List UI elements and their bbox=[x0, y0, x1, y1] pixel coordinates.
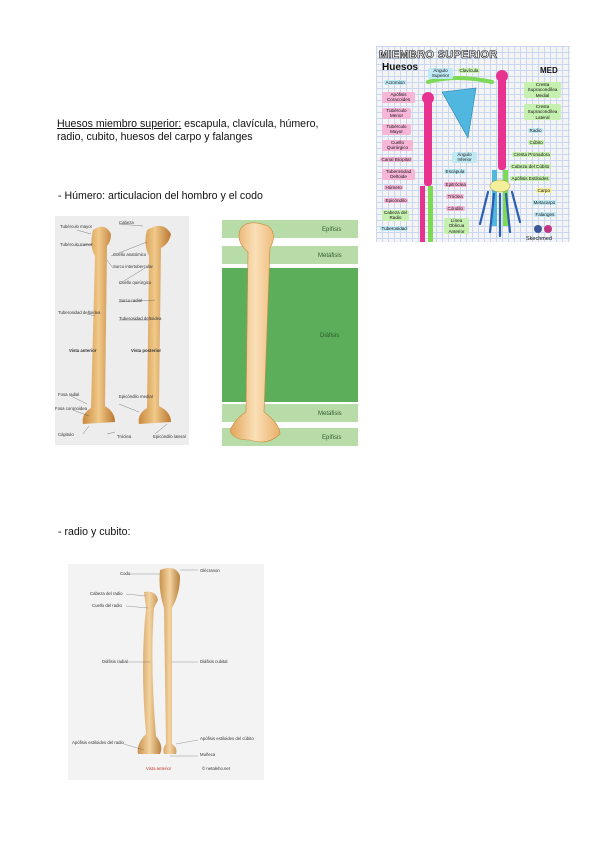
humerus-zones-image: Epífisis Metáfisis Diáfisis Metáfisis Ep… bbox=[222, 218, 358, 447]
info-label: Escápula bbox=[444, 169, 466, 175]
info-label: Cóndilo bbox=[446, 206, 465, 212]
humerus-label: Cuello anatómico bbox=[113, 252, 147, 257]
info-label: Húmero bbox=[384, 185, 404, 191]
zone-label: Metáfisis bbox=[318, 411, 342, 417]
skeleton-drawing bbox=[420, 70, 552, 242]
zone-label: Diáfisis bbox=[320, 333, 339, 339]
info-label: Cresta Supracondílea Medial bbox=[524, 82, 561, 99]
intro-line-1: Huesos miembro superior: escapula, claví… bbox=[57, 118, 318, 131]
info-label: Cabeza del Radio bbox=[382, 210, 409, 221]
intro-text-1: escapula, clavícula, húmero, bbox=[181, 118, 319, 130]
humerus-label: Tubérculo menor bbox=[60, 242, 93, 247]
info-label: Apófisis Coracoides bbox=[382, 92, 415, 103]
info-label: Apófisis Estiloides bbox=[510, 176, 551, 182]
radius-ulna-image: Codo Olécranon Cabeza del radio Cuello d… bbox=[68, 564, 264, 780]
humerus-label: Surco radial bbox=[119, 298, 142, 303]
radius-ulna-drawing: Codo Olécranon Cabeza del radio Cuello d… bbox=[72, 568, 254, 771]
info-label: Canal Bicipital bbox=[380, 157, 413, 163]
humerus-label: Tuberosidad deltoidea bbox=[119, 316, 162, 321]
view-label: Vista anterior bbox=[146, 766, 172, 771]
info-label: Metacarpo bbox=[532, 200, 557, 206]
radio-label: Diáfisis cubital bbox=[200, 659, 228, 664]
info-label: Ángulo Superior bbox=[428, 68, 453, 79]
humerus-label: Tróclea bbox=[117, 434, 132, 439]
radio-label: Cuello del radio bbox=[92, 603, 122, 608]
infographic-title: MIEMBRO SUPERIOR bbox=[379, 49, 498, 62]
humerus-label: Cabeza bbox=[119, 220, 134, 225]
humerus-zones-drawing: Epífisis Metáfisis Diáfisis Metáfisis Ep… bbox=[222, 220, 358, 446]
intro-line-2: radio, cubito, huesos del carpo y falang… bbox=[57, 131, 253, 143]
info-label: Epitróclea bbox=[444, 182, 468, 188]
infographic-subtitle: Huesos bbox=[382, 62, 419, 73]
humerus-label: Cápitulo bbox=[58, 432, 74, 437]
info-label: Cúbito bbox=[528, 140, 545, 146]
radio-label: Apófisis estiloides del cúbito bbox=[200, 736, 254, 741]
humerus-drawing: Tubérculo mayor Tubérculo menor Cabeza C… bbox=[55, 220, 186, 439]
humerus-label: Tubérculo mayor bbox=[60, 224, 93, 229]
intro-heading: Huesos miembro superior: bbox=[57, 118, 182, 130]
infographic-brand: MED bbox=[540, 66, 558, 75]
info-label: Tubérculo Menor bbox=[382, 108, 411, 119]
view-label: Vista anterior bbox=[69, 348, 97, 353]
humerus-label: Epicóndilo lateral bbox=[153, 434, 186, 439]
humerus-label: Cuello quirúrgico bbox=[119, 280, 152, 285]
humerus-label: Epicóndilo medial bbox=[119, 394, 153, 399]
image-credit: © netaleho.net bbox=[202, 766, 231, 771]
radio-label: Muñeca bbox=[200, 752, 216, 757]
humerus-label: Fosa coronoidea bbox=[55, 406, 88, 411]
humerus-views-image: Tubérculo mayor Tubérculo menor Cabeza C… bbox=[55, 216, 189, 445]
info-label: Cuello Quirúrgico bbox=[382, 140, 413, 151]
humerus-label: Surco intertubercular bbox=[113, 264, 153, 269]
info-label: Línea Oblicua Anterior bbox=[444, 218, 469, 235]
radio-label: Diáfisis radial bbox=[102, 659, 128, 664]
radio-label: Olécranon bbox=[200, 568, 220, 573]
radio-label: Codo bbox=[120, 571, 131, 576]
zone-label: Epífisis bbox=[322, 227, 341, 233]
info-label: Falanges bbox=[534, 212, 556, 218]
info-label: Epicóndilo bbox=[384, 198, 409, 204]
zone-label: Epífisis bbox=[322, 435, 341, 441]
section-radio: - radio y cubito: bbox=[58, 526, 131, 538]
upper-limb-infographic: MIEMBRO SUPERIOR Huesos MED Acromion Apó… bbox=[376, 46, 570, 242]
humerus-label: Tuberosidad deltoidea bbox=[58, 310, 101, 315]
humerus-label: Fosa radial bbox=[58, 392, 79, 397]
zone-label: Metáfisis bbox=[318, 253, 342, 259]
info-label: Carpo bbox=[536, 188, 552, 194]
info-label: Clavícula bbox=[458, 68, 480, 74]
section-humero: - Húmero: articulacion del hombro y el c… bbox=[58, 190, 263, 202]
view-label: Vista posterior bbox=[131, 348, 161, 353]
info-label: Cresta Supracondílea Lateral bbox=[524, 104, 561, 121]
info-label: Tuberosidad Deltoide bbox=[382, 169, 415, 180]
info-label: Tuberosidad bbox=[380, 226, 409, 232]
info-label: Ángulo Inferior bbox=[452, 152, 477, 163]
radio-label: Apófisis estiloides del radio bbox=[72, 740, 124, 745]
info-label: Radio bbox=[528, 128, 544, 134]
info-label: Cabeza del Cúbito bbox=[510, 164, 551, 170]
info-label: Tubérculo Mayor bbox=[382, 124, 411, 135]
info-label: Cresta Pronadora bbox=[512, 152, 552, 158]
info-label: Acromion bbox=[384, 80, 407, 86]
radio-label: Cabeza del radio bbox=[90, 591, 123, 596]
infographic-credit: Skechmed bbox=[526, 236, 552, 242]
info-label: Tróclea bbox=[446, 194, 465, 200]
